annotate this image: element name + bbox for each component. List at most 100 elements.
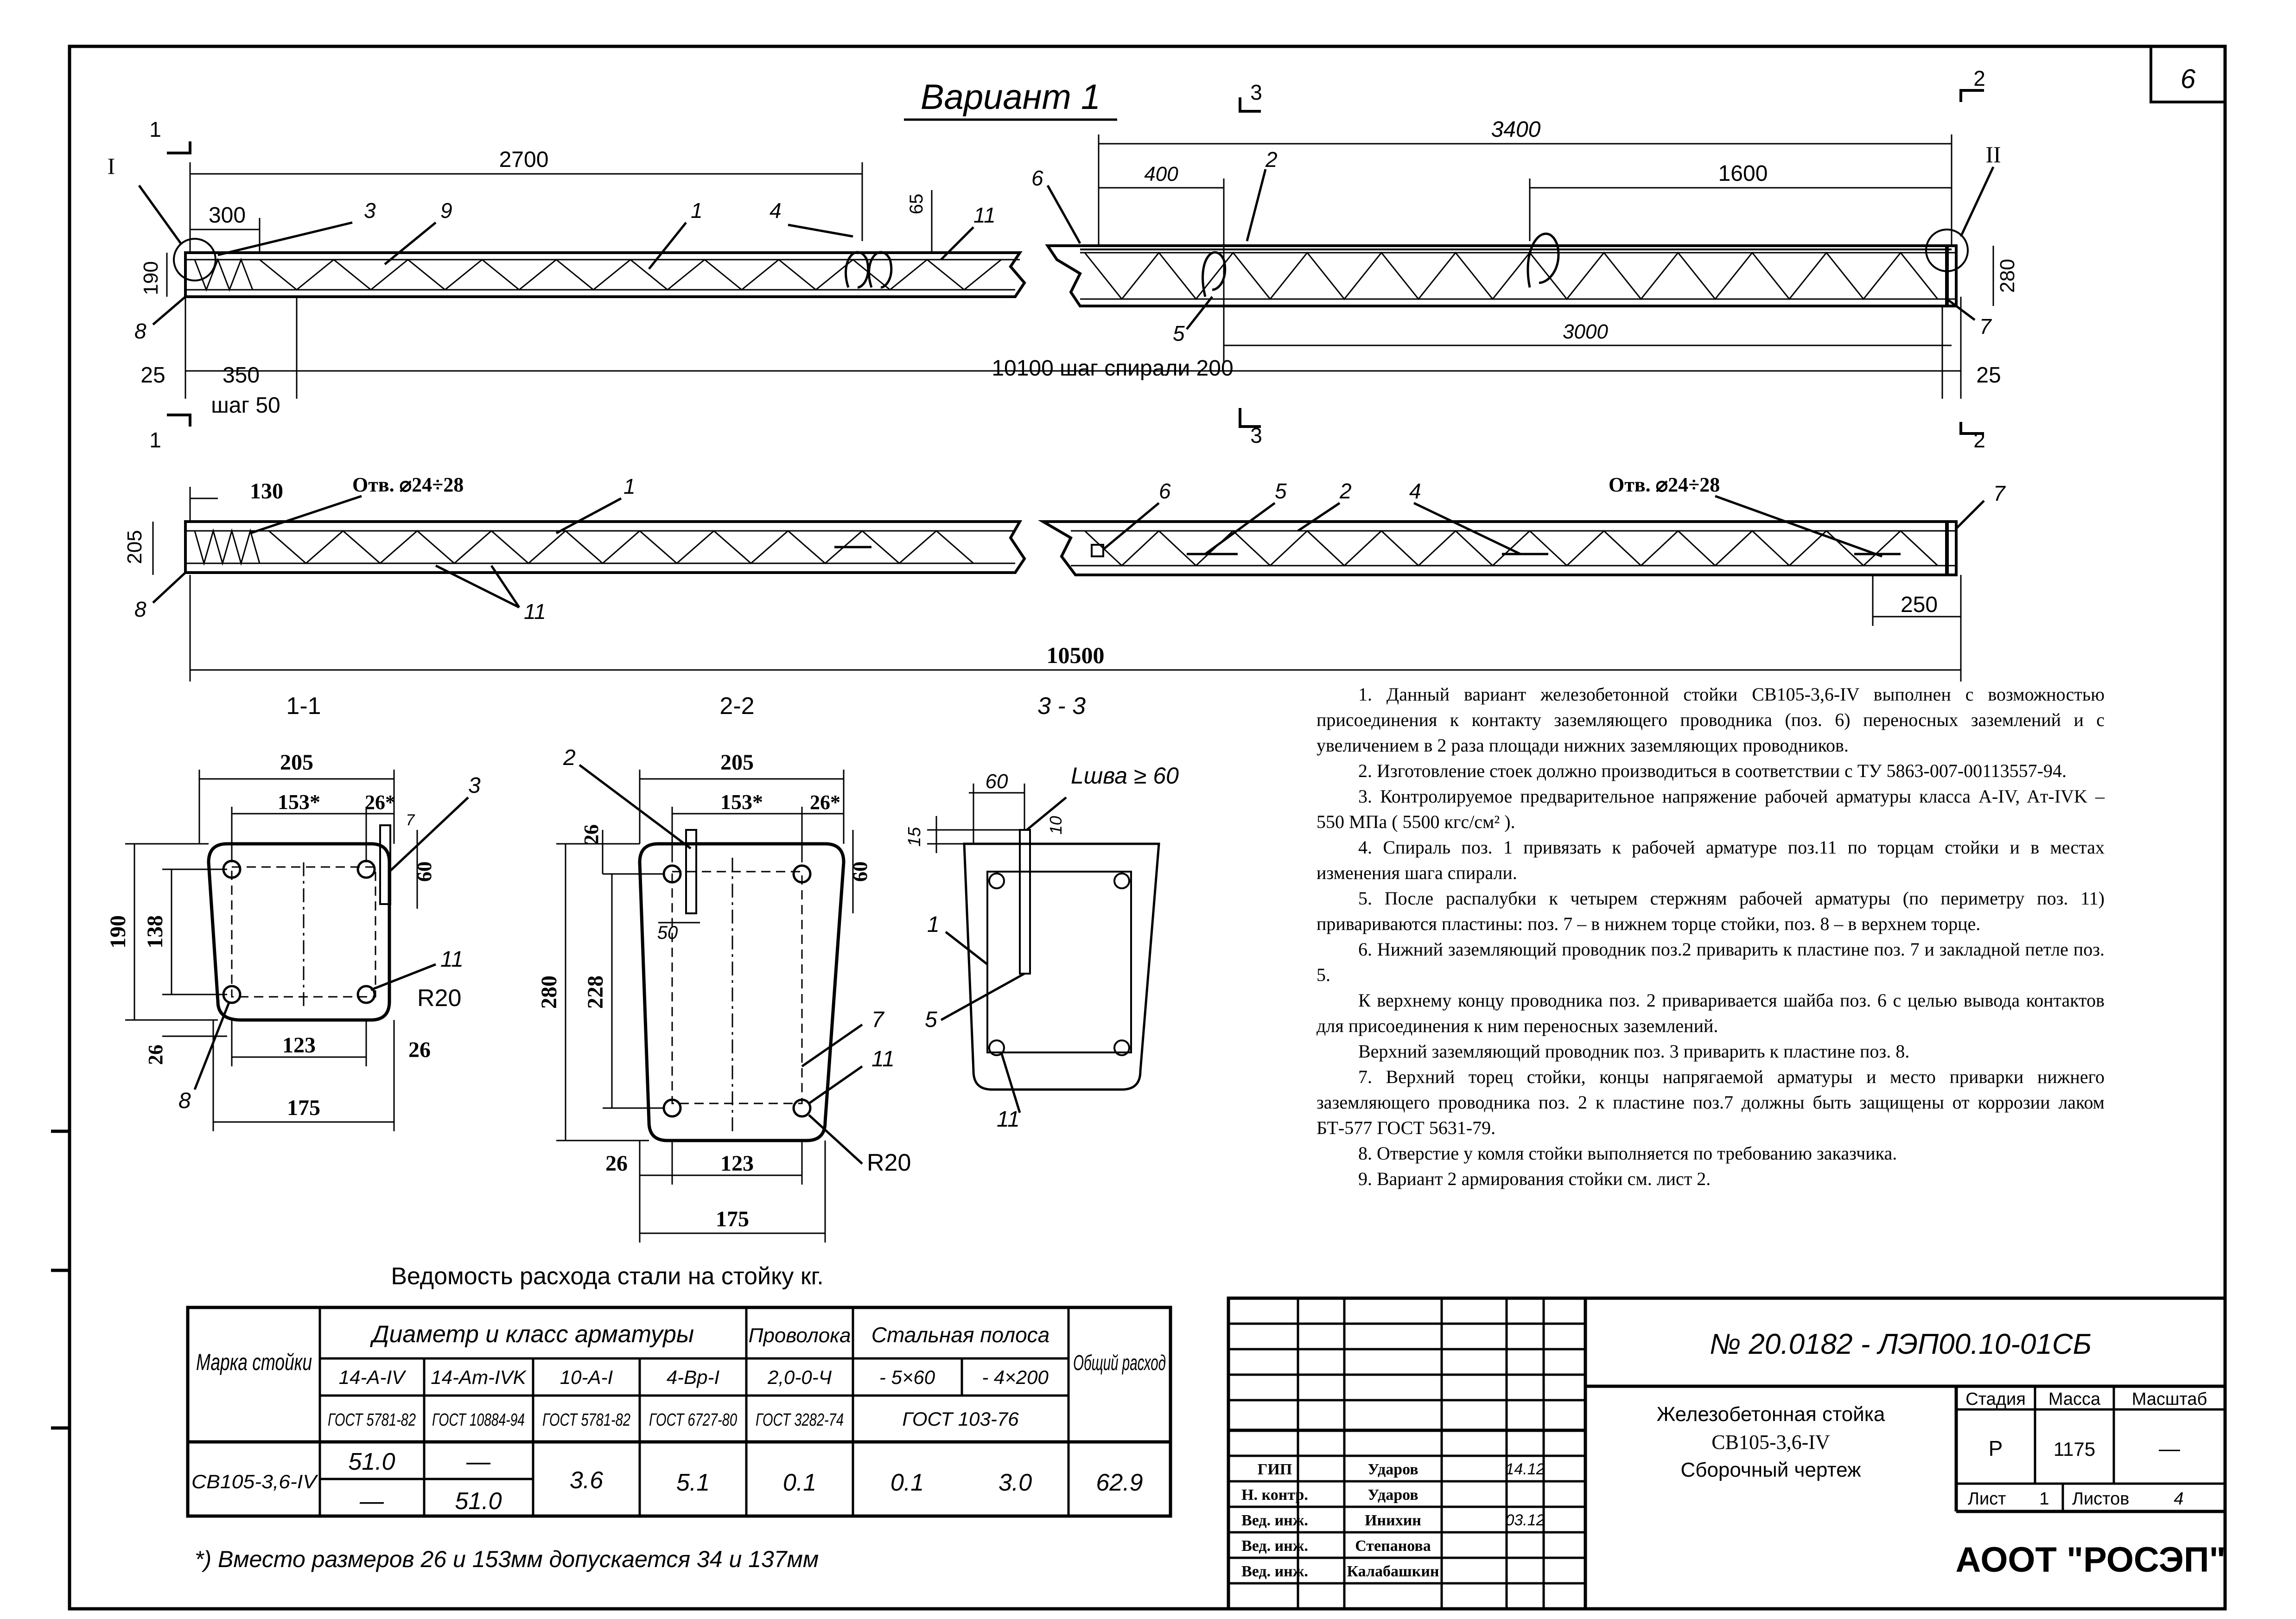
s2-radius: R20: [867, 1149, 911, 1176]
th-strip: Стальная полоса: [871, 1323, 1049, 1347]
s1-pos-8: 8: [178, 1089, 191, 1113]
s2-pos-7: 7: [871, 1007, 885, 1032]
top-view-text: 130 Отв. ⌀24÷28 Отв. ⌀24÷28 205 250 1050…: [123, 473, 2006, 668]
dim-25-right: 25: [1976, 363, 2001, 388]
row-mark: СВ105-3,6-IV: [191, 1471, 318, 1492]
s1-dim-190: 190: [106, 915, 130, 949]
top-pos-4: 4: [1409, 479, 1421, 503]
pos-7: 7: [1979, 314, 1992, 338]
cut-3-bottom: 3: [1250, 423, 1262, 447]
s1-pos-3: 3: [468, 773, 481, 798]
note-6a: К верхнему концу проводника поз. 2 прива…: [1317, 990, 2105, 1036]
product-line-3: Сборочный чертеж: [1680, 1459, 1861, 1481]
gost-4: ГОСТ 6727-80: [649, 1410, 737, 1430]
s1-radius: R20: [417, 985, 461, 1012]
sheet-frame: [68, 45, 2227, 1611]
s1-dim-26-bot: 26: [408, 1038, 431, 1062]
section-1-1: [125, 770, 469, 1131]
steel-table-text: Марка стойки Диаметр и класс арматуры Пр…: [191, 1321, 1166, 1572]
name-4: Степанова: [1355, 1537, 1431, 1555]
hole-right-label: Отв. ⌀24÷28: [1609, 473, 1720, 496]
dim-250: 250: [1901, 593, 1938, 617]
col-14-At-IVK: 14-Aт-IVK: [431, 1366, 527, 1388]
h-stage: Стадия: [1965, 1390, 2026, 1409]
cut-3-top: 3: [1250, 80, 1262, 104]
s2-dim-175: 175: [716, 1207, 749, 1231]
note-2: 2. Изготовление стоек должно производить…: [1358, 760, 2067, 781]
gost-2: ГОСТ 10884-94: [432, 1410, 525, 1430]
s3-pos-11: 11: [997, 1107, 1020, 1132]
dim-350: 350: [223, 363, 260, 388]
gost-6: ГОСТ 103-76: [902, 1408, 1019, 1430]
col-wire: 2,0-0-Ч: [767, 1366, 832, 1388]
role-3: Вед. инж.: [1241, 1512, 1308, 1529]
note-5: 5. После распалубки к четырем стержням р…: [1317, 888, 2105, 934]
pos-2: 2: [1265, 147, 1278, 172]
section-3-3-text: 3 - 3 60 Lшва ≥ 60 15 10 1 5 11: [905, 693, 1179, 1132]
pos-1: 1: [691, 198, 703, 223]
dim-25-left: 25: [140, 363, 165, 388]
top-pos-8: 8: [134, 597, 146, 621]
s1-dim-153: 153*: [278, 790, 320, 814]
general-notes: 1. Данный вариант железобетонной стойки …: [1317, 682, 2105, 1192]
s1-dim-175: 175: [287, 1096, 320, 1120]
section-1-1-text: 1-1 205 153* 26* 7 60 190 138 26 123 26 …: [106, 693, 481, 1120]
v-4x200: 3.0: [999, 1469, 1032, 1496]
dim-65: 65: [906, 194, 927, 215]
note-4: 4. Спираль поз. 1 привязать к рабочей ар…: [1317, 837, 2105, 883]
top-pos-1: 1: [623, 474, 636, 498]
th-mark: Марка стойки: [196, 1349, 312, 1375]
dim-130: 130: [250, 479, 283, 504]
s2-dim-26-top: 26*: [810, 791, 840, 814]
dim-300: 300: [209, 203, 246, 228]
title-block-grid: [1227, 1296, 2227, 1611]
dim-205: 205: [123, 530, 146, 564]
role-5: Вед. инж.: [1241, 1563, 1308, 1580]
top-pos-11: 11: [524, 599, 546, 624]
s2-dim-205: 205: [720, 750, 754, 775]
v-10AI: 3.6: [570, 1467, 603, 1494]
product-line-2: СВ105-3,6-IV: [1711, 1431, 1830, 1453]
pos-5: 5: [1173, 321, 1185, 345]
node-I: I: [108, 153, 115, 179]
note-6b: Верхний заземляющий проводник поз. 3 при…: [1358, 1041, 1910, 1062]
doc-number: № 20.0182 - ЛЭП00.10-01СБ: [1710, 1328, 2092, 1360]
s1-dim-7: 7: [406, 811, 415, 829]
dim-3400: 3400: [1491, 117, 1541, 142]
top-pos-6: 6: [1159, 479, 1171, 503]
col-10-A-I: 10-A-I: [560, 1366, 613, 1388]
top-pos-7: 7: [1993, 481, 2006, 505]
page-corner-box: [2150, 45, 2226, 103]
s1-dim-123: 123: [282, 1033, 316, 1058]
v-4BpI: 5.1: [676, 1469, 710, 1496]
s2-dim-228: 228: [583, 975, 608, 1009]
pos-8: 8: [134, 319, 146, 343]
s3-dim-60: 60: [986, 770, 1008, 793]
pos-3: 3: [364, 198, 376, 223]
role-1: ГИП: [1258, 1461, 1292, 1478]
col-4x200: - 4×200: [982, 1366, 1049, 1388]
s3-pos-5: 5: [925, 1007, 937, 1032]
pos-9: 9: [440, 198, 452, 223]
s3-dim-15: 15: [905, 827, 924, 847]
top-pos-5: 5: [1275, 479, 1287, 503]
stage-value: Р: [1989, 1436, 2003, 1460]
name-3: Инихин: [1365, 1512, 1421, 1529]
name-5: Калабашкин: [1347, 1563, 1439, 1580]
name-2: Ударов: [1367, 1486, 1418, 1504]
spiral-length: 10100 шаг спирали 200: [992, 356, 1233, 381]
h-mass: Масса: [2048, 1390, 2101, 1409]
dim-400: 400: [1144, 163, 1178, 185]
s2-dim-26-side: 26: [580, 824, 603, 845]
pos-11: 11: [973, 203, 996, 227]
s2-dim-280: 280: [537, 975, 561, 1009]
v-5x60: 0.1: [890, 1469, 924, 1496]
scale-value: —: [2159, 1436, 2180, 1460]
dim-10500: 10500: [1047, 642, 1105, 668]
dim-2700: 2700: [499, 147, 549, 172]
section-1-1-title: 1-1: [286, 693, 321, 720]
v-14AIV-r2: —: [359, 1488, 384, 1515]
section-2-2-title: 2-2: [719, 693, 754, 720]
v-wire: 0.1: [783, 1469, 816, 1496]
